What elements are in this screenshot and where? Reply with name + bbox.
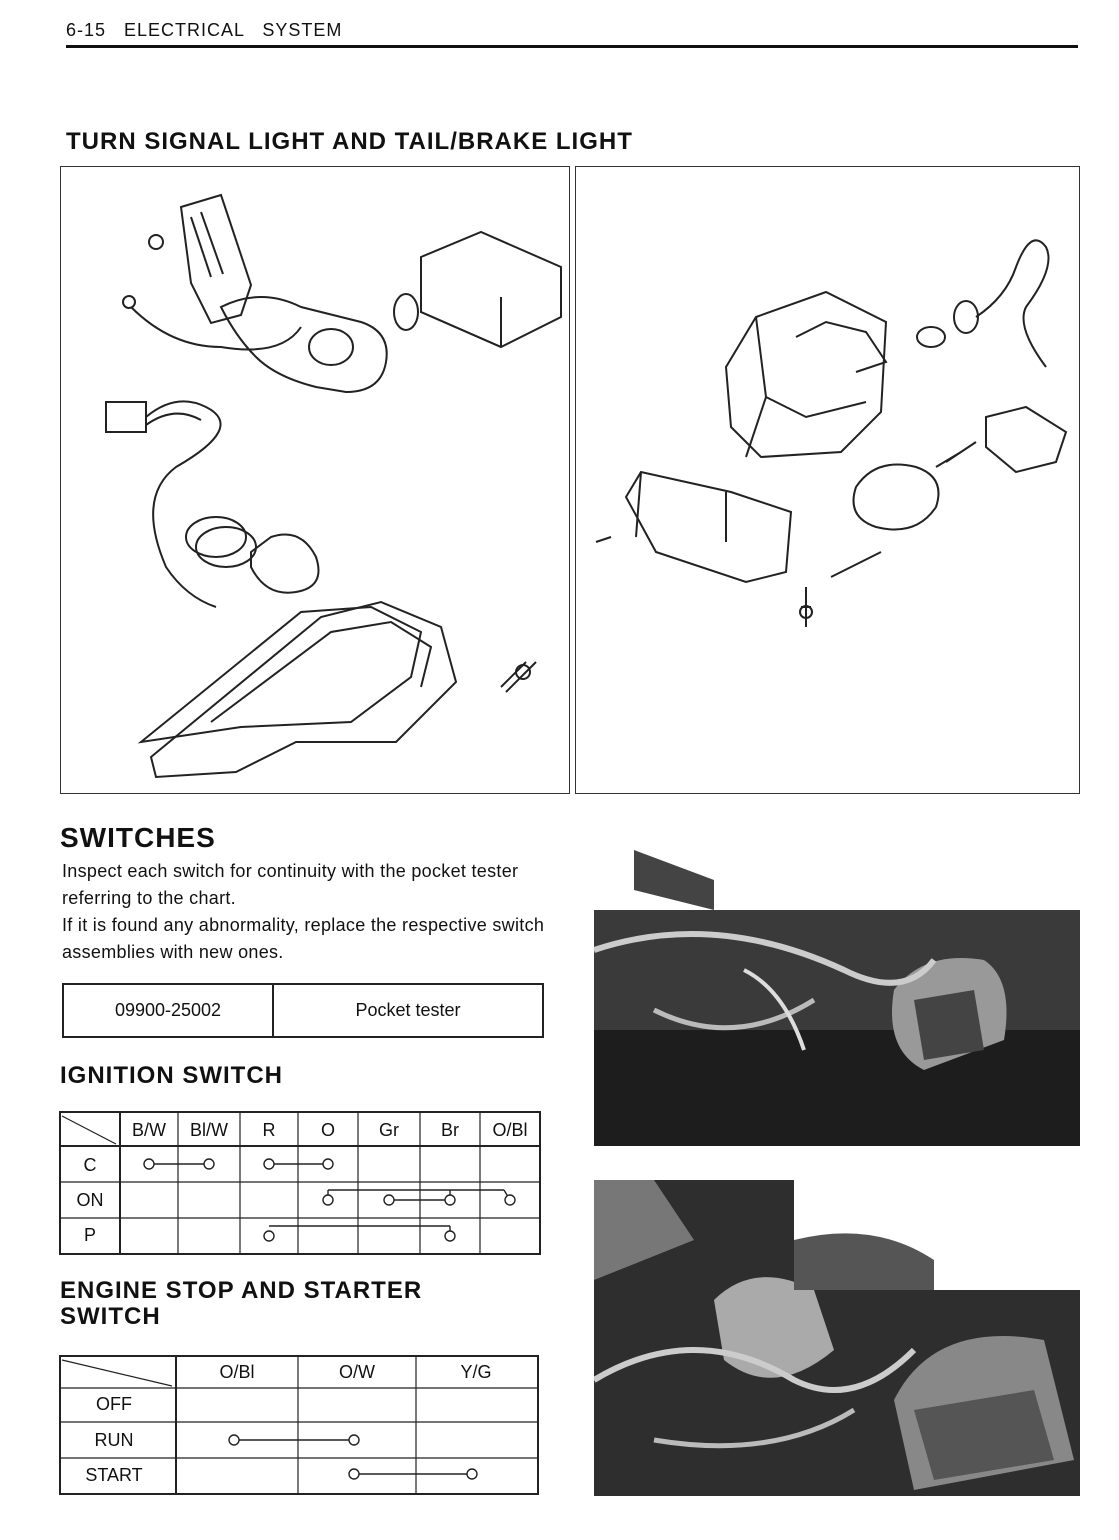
page-header: 6-15 ELECTRICAL SYSTEM <box>66 20 343 40</box>
ign-on-o-terminal <box>322 1194 334 1206</box>
ign-c-blw-terminal <box>203 1158 215 1170</box>
ign-c-o-terminal <box>322 1158 334 1170</box>
ign-col-bw: B/W <box>132 1120 166 1140</box>
section-title-turn-signal: TURN SIGNAL LIGHT AND TAIL/BRAKE LIGHT <box>66 128 633 155</box>
eng-col-yg: Y/G <box>460 1362 491 1382</box>
eng-run-obl-terminal <box>228 1434 240 1446</box>
ign-row-on: ON <box>77 1190 104 1210</box>
ign-col-gr: Gr <box>379 1120 399 1140</box>
ign-p-r-terminal <box>263 1230 275 1242</box>
ign-col-blw: Bl/W <box>190 1120 228 1140</box>
tool-part-number: 09900-25002 <box>62 983 274 1038</box>
tail-brake-light-drawing <box>595 239 1068 627</box>
eng-col-obl: O/Bl <box>219 1362 254 1382</box>
eng-continuity-marks <box>228 1434 478 1480</box>
ign-c-r-terminal <box>263 1158 275 1170</box>
front-turn-signal-diagram <box>60 166 570 794</box>
tool-name: Pocket tester <box>272 983 544 1038</box>
switches-paragraph-1: Inspect each switch for continuity with … <box>62 861 519 908</box>
ign-col-r: R <box>263 1120 276 1140</box>
switches-paragraph-2: If it is found any abnormality, replace … <box>62 915 545 962</box>
tail-brake-light-diagram <box>575 166 1080 794</box>
switch-photo-bottom-image <box>592 1180 1080 1496</box>
switch-photo-bottom <box>592 1180 1080 1496</box>
section-title-ignition-switch: IGNITION SWITCH <box>60 1062 283 1089</box>
eng-row-off: OFF <box>96 1394 132 1414</box>
ign-on-br-terminal <box>444 1194 456 1206</box>
ign-on-gr-terminal <box>383 1194 395 1206</box>
eng-row-start: START <box>85 1465 142 1485</box>
switch-photo-top-image <box>593 830 1080 1146</box>
ign-col-br: Br <box>441 1120 459 1140</box>
ign-row-c: C <box>84 1155 97 1175</box>
header-rule <box>66 45 1078 48</box>
front-turn-signal-drawing <box>105 193 562 779</box>
eng-row-run: RUN <box>95 1430 134 1450</box>
ign-continuity-marks <box>143 1158 516 1242</box>
section-title-switches: SWITCHES <box>60 822 216 853</box>
eng-start-ow-terminal <box>348 1468 360 1480</box>
special-tool-table: 09900-25002 Pocket tester <box>62 983 544 1038</box>
ign-col-o: O <box>321 1120 335 1140</box>
engine-stop-starter-table: O/Bl O/W Y/G OFF RUN START <box>59 1355 539 1495</box>
eng-run-ow-terminal <box>348 1434 360 1446</box>
ign-col-obl: O/Bl <box>492 1120 527 1140</box>
switches-intro-text: Inspect each switch for continuity with … <box>62 858 547 966</box>
ign-row-p: P <box>84 1225 96 1245</box>
eng-start-yg-terminal <box>466 1468 478 1480</box>
ignition-switch-table: B/W Bl/W R O Gr Br O/Bl C ON P <box>59 1111 541 1255</box>
ign-p-br-terminal <box>444 1230 456 1242</box>
ign-on-obl-terminal <box>504 1194 516 1206</box>
eng-col-ow: O/W <box>339 1362 375 1382</box>
switch-photo-top <box>593 830 1080 1146</box>
section-title-engine-stop-starter: ENGINE STOP AND STARTER SWITCH <box>60 1277 423 1330</box>
ign-c-bw-terminal <box>143 1158 155 1170</box>
